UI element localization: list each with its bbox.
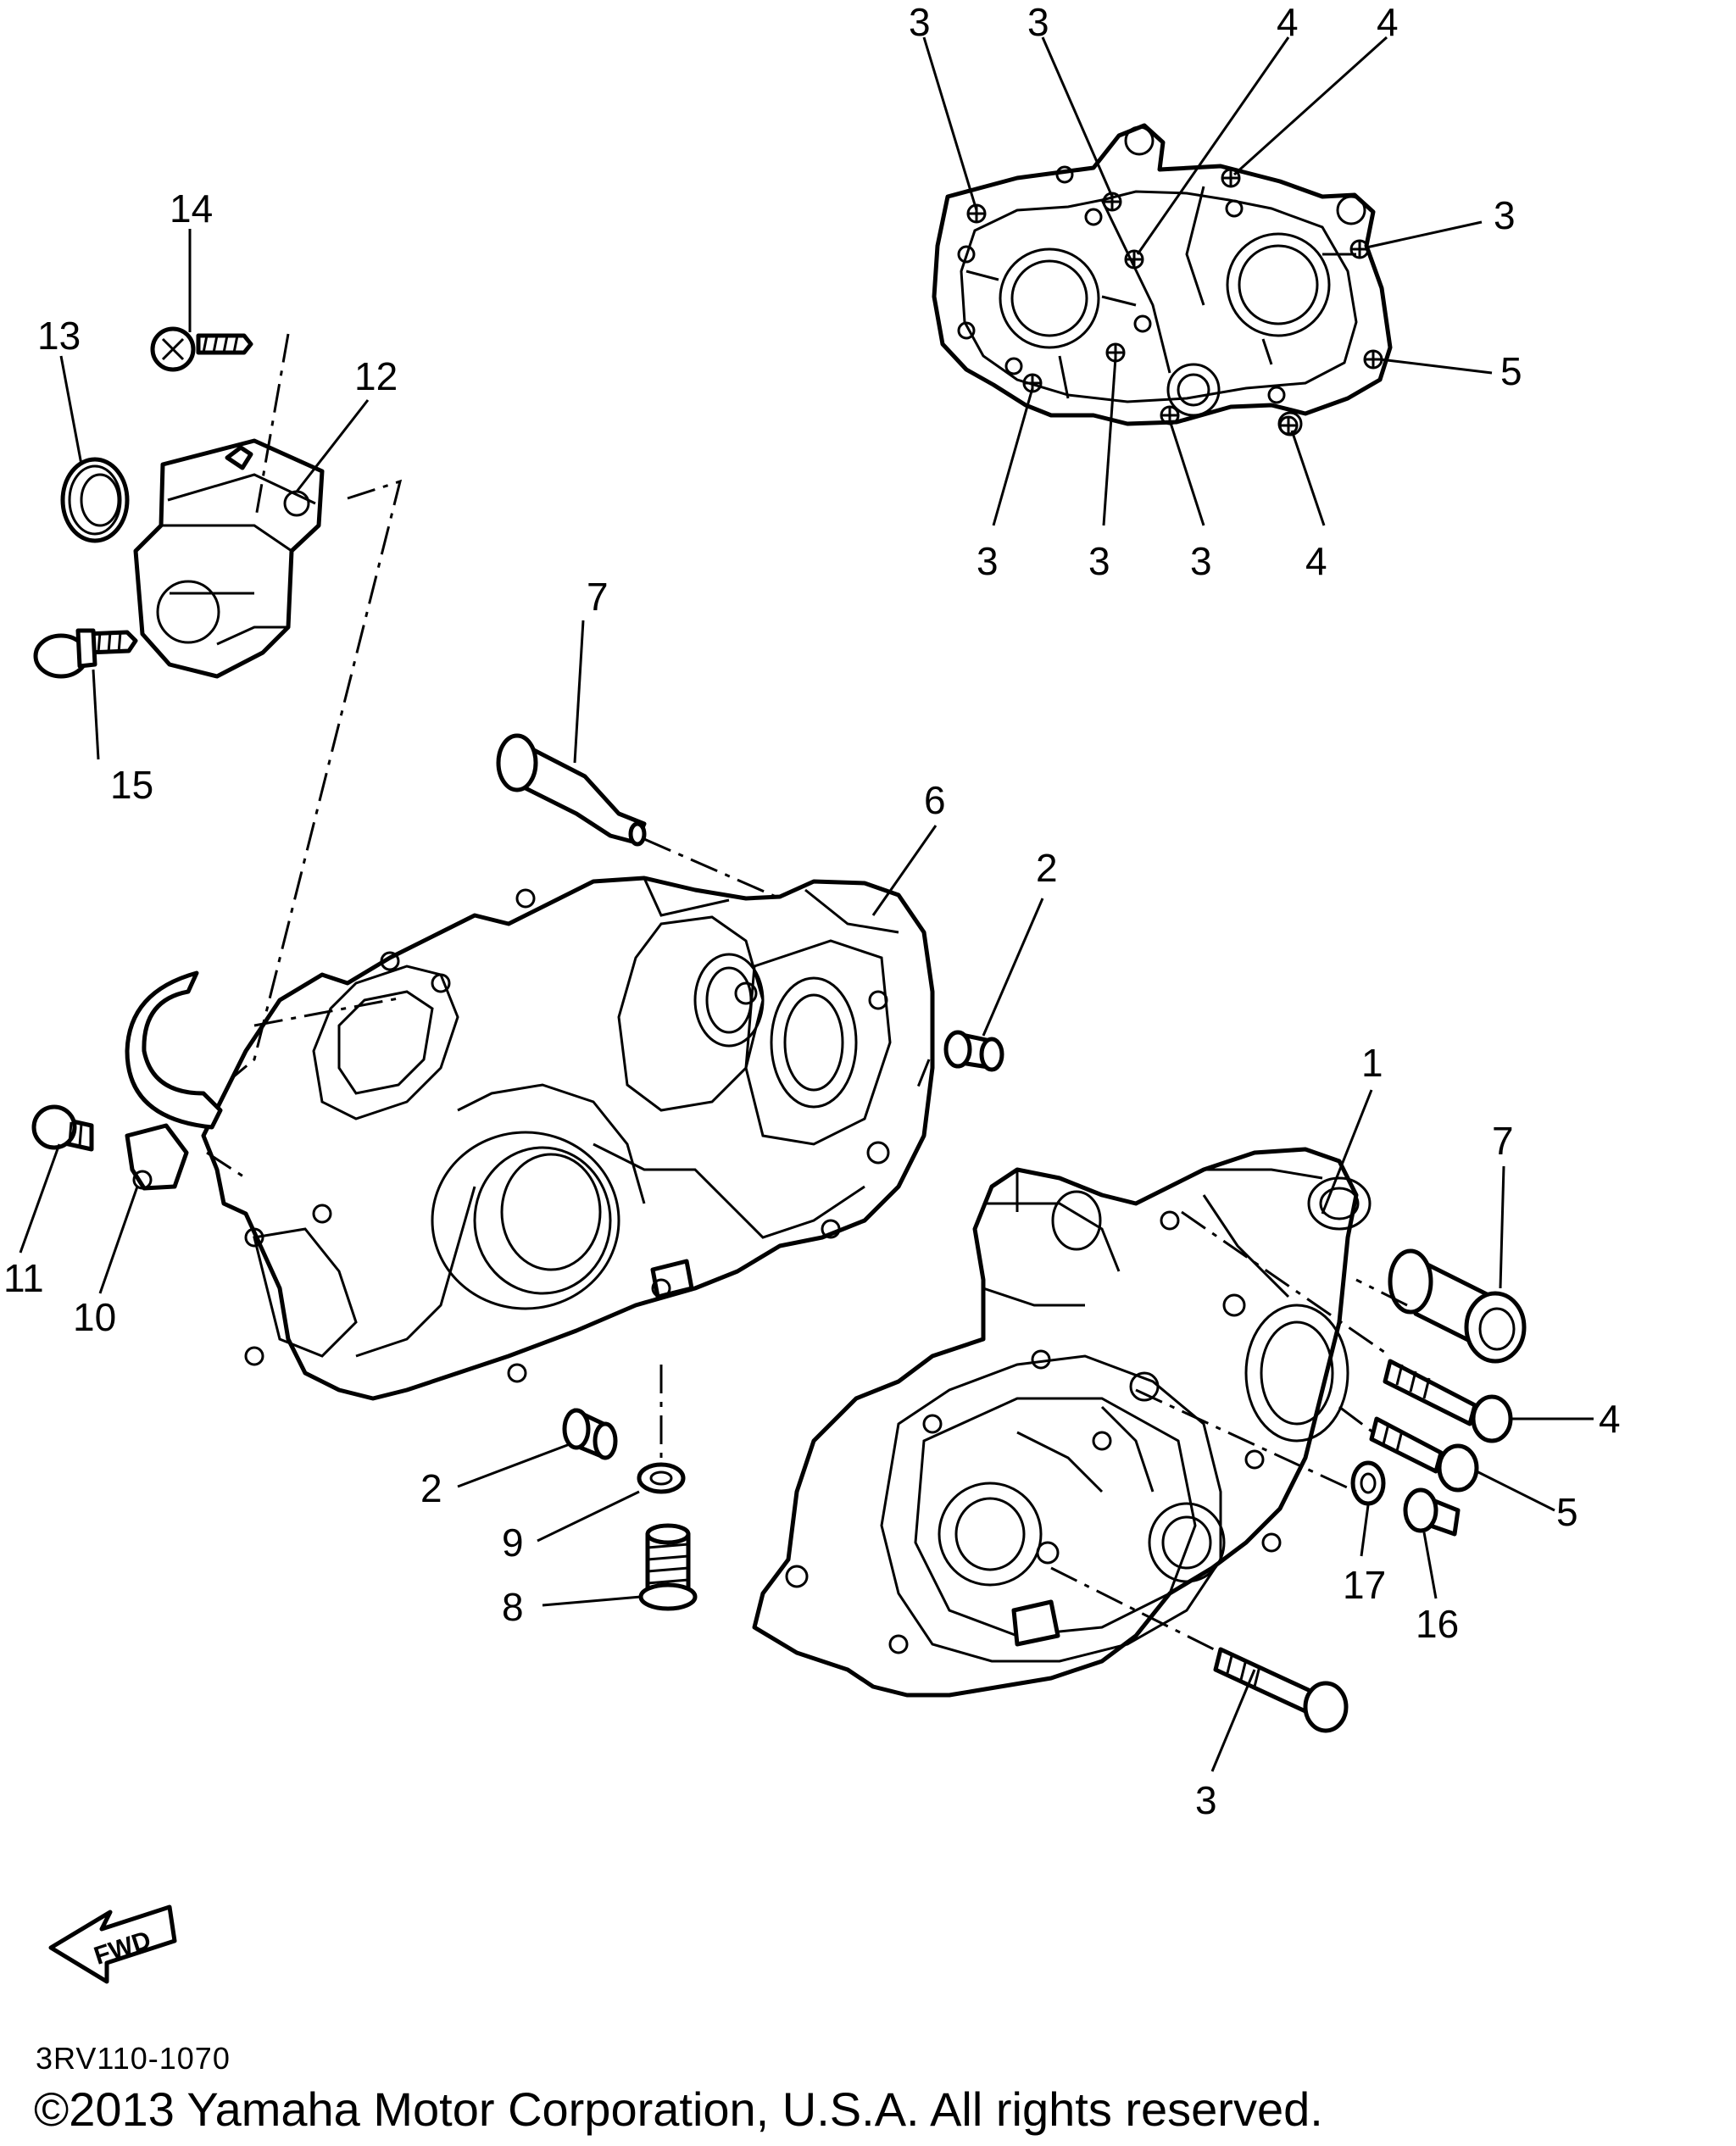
flange-bolt-16 — [1403, 1487, 1461, 1537]
callout-7: 7 — [1492, 1119, 1514, 1163]
callout-4: 4 — [1305, 539, 1327, 583]
callout-4: 4 — [1377, 0, 1399, 44]
callout-16: 16 — [1416, 1602, 1459, 1646]
callout-15: 15 — [110, 763, 153, 807]
callout-3: 3 — [1088, 539, 1110, 583]
callout-3: 3 — [909, 0, 931, 44]
callout-17: 17 — [1343, 1563, 1386, 1607]
dowel-2-lower — [562, 1408, 618, 1460]
leader-lines — [19, 36, 1594, 1772]
drain-bolt-8 — [638, 1523, 698, 1611]
fwd-arrow-icon: FWD — [48, 1904, 177, 1984]
screw-15 — [33, 628, 138, 679]
callout-labels: 3 3 4 4 3 5 3 3 3 4 14 13 12 15 7 6 2 1 … — [3, 0, 1621, 1822]
callout-3: 3 — [1494, 193, 1516, 237]
callout-4: 4 — [1277, 0, 1299, 44]
dowel-2-upper — [943, 1030, 1004, 1072]
dowel-pin-7-upper — [496, 733, 647, 847]
callout-2: 2 — [1036, 846, 1058, 890]
screw-14 — [150, 326, 253, 372]
left-crankcase-6 — [201, 876, 935, 1401]
crankcase-bolt-pattern-view — [932, 123, 1393, 436]
callout-5: 5 — [1556, 1490, 1578, 1534]
callout-3: 3 — [1195, 1778, 1217, 1822]
callout-12: 12 — [354, 354, 398, 398]
callout-3: 3 — [976, 539, 999, 583]
callout-7: 7 — [587, 575, 609, 619]
bolt-3-lower — [1213, 1647, 1349, 1733]
callout-2: 2 — [420, 1466, 442, 1510]
cover-assembly — [133, 438, 325, 679]
callout-3: 3 — [1027, 0, 1049, 44]
callout-11: 11 — [3, 1256, 44, 1300]
right-crankcase-1 — [752, 1147, 1372, 1698]
callout-1: 1 — [1361, 1041, 1383, 1085]
bolt-4-right — [1383, 1359, 1513, 1443]
callout-3: 3 — [1190, 539, 1212, 583]
dowel-pin-7-lower — [1388, 1248, 1527, 1364]
assembly-lines — [206, 333, 1408, 1654]
callout-4: 4 — [1599, 1397, 1621, 1441]
callout-10: 10 — [73, 1295, 116, 1339]
callout-8: 8 — [502, 1585, 524, 1629]
oil-seal-13 — [60, 457, 130, 543]
callout-14: 14 — [170, 186, 213, 231]
callout-5: 5 — [1500, 349, 1522, 393]
callout-9: 9 — [502, 1521, 524, 1565]
copyright-notice: ©2013 Yamaha Motor Corporation, U.S.A. A… — [34, 2082, 1323, 2136]
washer-17 — [1350, 1460, 1386, 1506]
screw-11 — [31, 1104, 94, 1152]
gasket-9 — [637, 1462, 686, 1494]
callout-13: 13 — [37, 314, 81, 358]
diagram-code: 3RV110-1070 — [36, 2041, 231, 2076]
bolt-5-right — [1369, 1416, 1479, 1493]
clip-10 — [125, 970, 223, 1191]
callout-6: 6 — [924, 778, 946, 822]
